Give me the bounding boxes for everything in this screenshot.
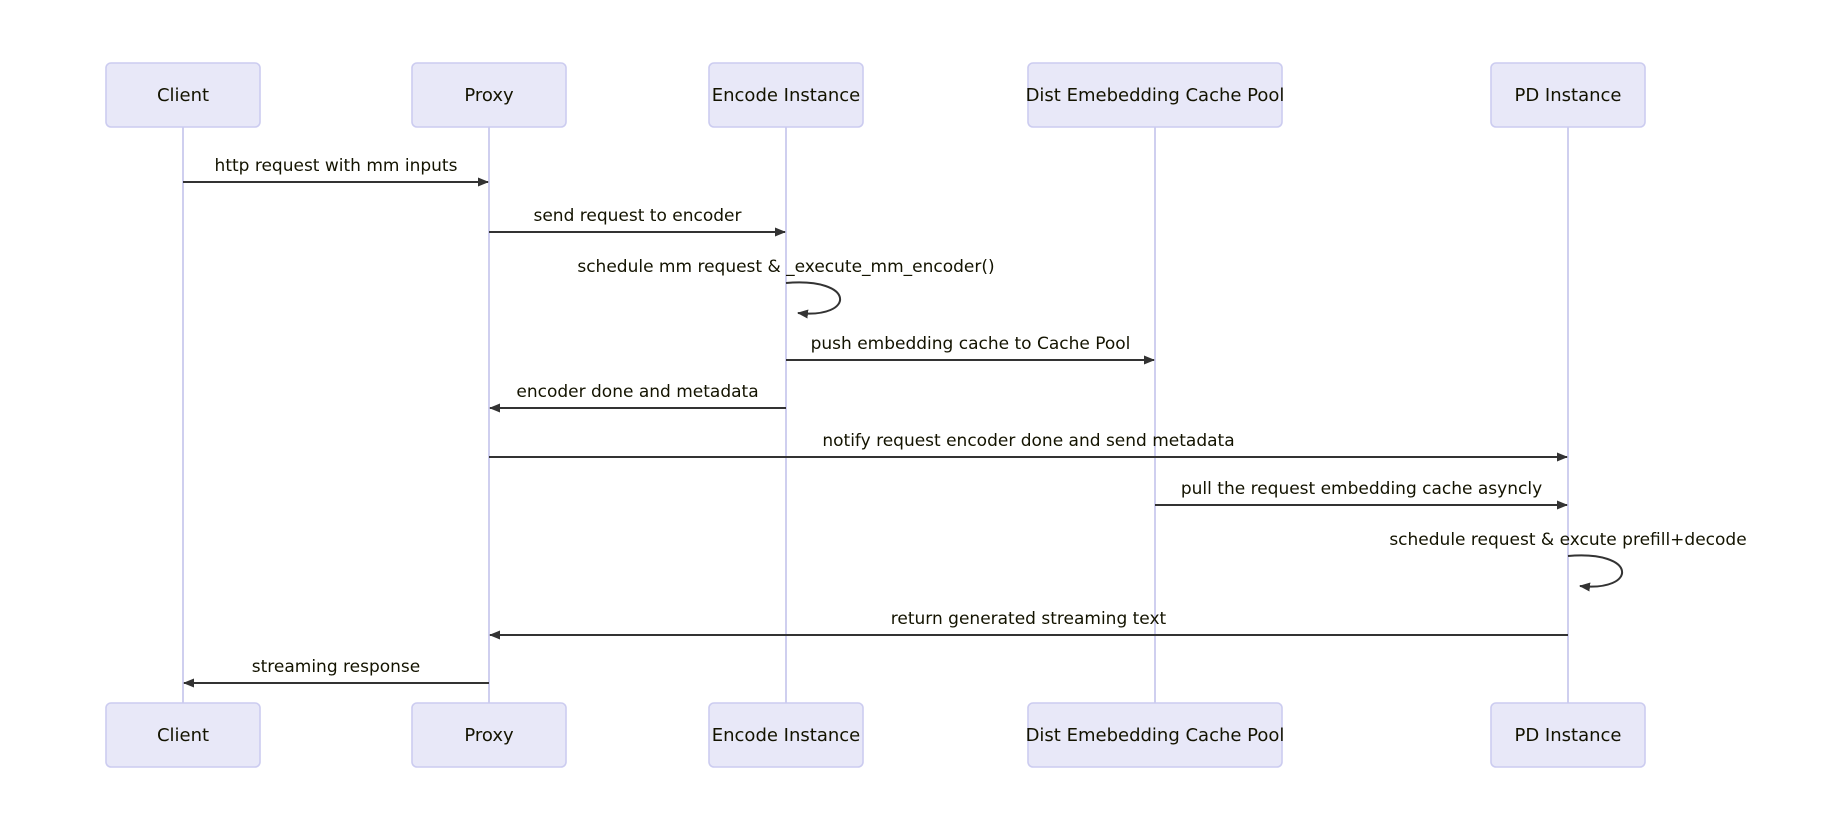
actor-label: Dist Emebedding Cache Pool [1026, 85, 1285, 106]
actor-cache-bottom[interactable]: Dist Emebedding Cache Pool [1026, 702, 1285, 768]
actor-label: Proxy [464, 725, 514, 746]
actor-box [1490, 702, 1646, 768]
message-m10: streaming response [183, 657, 489, 688]
message-label: encoder done and metadata [516, 382, 758, 402]
message-m4: push embedding cache to Cache Pool [786, 334, 1155, 365]
actors-top-group: Client Proxy Encode Instance Dist Emebeddin… [105, 62, 1646, 128]
message-m1: http request with mm inputs [183, 156, 489, 187]
actor-box [708, 702, 864, 768]
actor-box [1027, 62, 1283, 128]
actor-label: Encode Instance [712, 725, 860, 746]
message-label: schedule request & excute prefill+decode [1389, 530, 1746, 550]
actor-box [708, 62, 864, 128]
messages-group: http request with mm inputs send request … [183, 156, 1747, 688]
self-message-arrow [1567, 554, 1623, 592]
actor-label: Proxy [464, 85, 514, 106]
message-m7: pull the request embedding cache asyncly [1155, 479, 1568, 510]
message-m2: send request to encoder [489, 206, 786, 237]
actor-label: Client [157, 85, 209, 106]
message-m3: schedule mm request & _execute_mm_encode… [577, 257, 995, 319]
actor-proxy-bottom[interactable]: Proxy [411, 702, 567, 768]
actor-label: PD Instance [1515, 85, 1622, 106]
message-m6: notify request encoder done and send met… [489, 431, 1568, 462]
lifelines-group [182, 127, 1569, 703]
message-m9: return generated streaming text [489, 609, 1568, 640]
message-label: send request to encoder [533, 206, 741, 226]
actor-box [105, 702, 261, 768]
message-label: streaming response [252, 657, 420, 677]
actor-label: Dist Emebedding Cache Pool [1026, 725, 1285, 746]
actor-pd-bottom[interactable]: PD Instance [1490, 702, 1646, 768]
actor-client-top[interactable]: Client [105, 62, 261, 128]
actor-proxy-top[interactable]: Proxy [411, 62, 567, 128]
actor-box [411, 62, 567, 128]
message-m8: schedule request & excute prefill+decode [1389, 530, 1747, 592]
message-label: push embedding cache to Cache Pool [811, 334, 1131, 354]
actor-label: Client [157, 725, 209, 746]
actor-pd-top[interactable]: PD Instance [1490, 62, 1646, 128]
actor-box [105, 62, 261, 128]
self-message-arrow [785, 281, 841, 319]
message-label: notify request encoder done and send met… [822, 431, 1234, 451]
actor-cache-top[interactable]: Dist Emebedding Cache Pool [1026, 62, 1285, 128]
actor-box [1490, 62, 1646, 128]
actor-label: PD Instance [1515, 725, 1622, 746]
actor-box [411, 702, 567, 768]
actor-label: Encode Instance [712, 85, 860, 106]
message-label: pull the request embedding cache asyncly [1181, 479, 1542, 499]
actors-bottom-group: Client Proxy Encode Instance Dist Emebeddin… [105, 702, 1646, 768]
message-m5: encoder done and metadata [489, 382, 786, 413]
message-label: http request with mm inputs [215, 156, 458, 176]
message-label: schedule mm request & _execute_mm_encode… [577, 257, 994, 277]
actor-encode-top[interactable]: Encode Instance [708, 62, 864, 128]
actor-client-bottom[interactable]: Client [105, 702, 261, 768]
message-label: return generated streaming text [891, 609, 1167, 629]
actor-box [1027, 702, 1283, 768]
actor-encode-bottom[interactable]: Encode Instance [708, 702, 864, 768]
